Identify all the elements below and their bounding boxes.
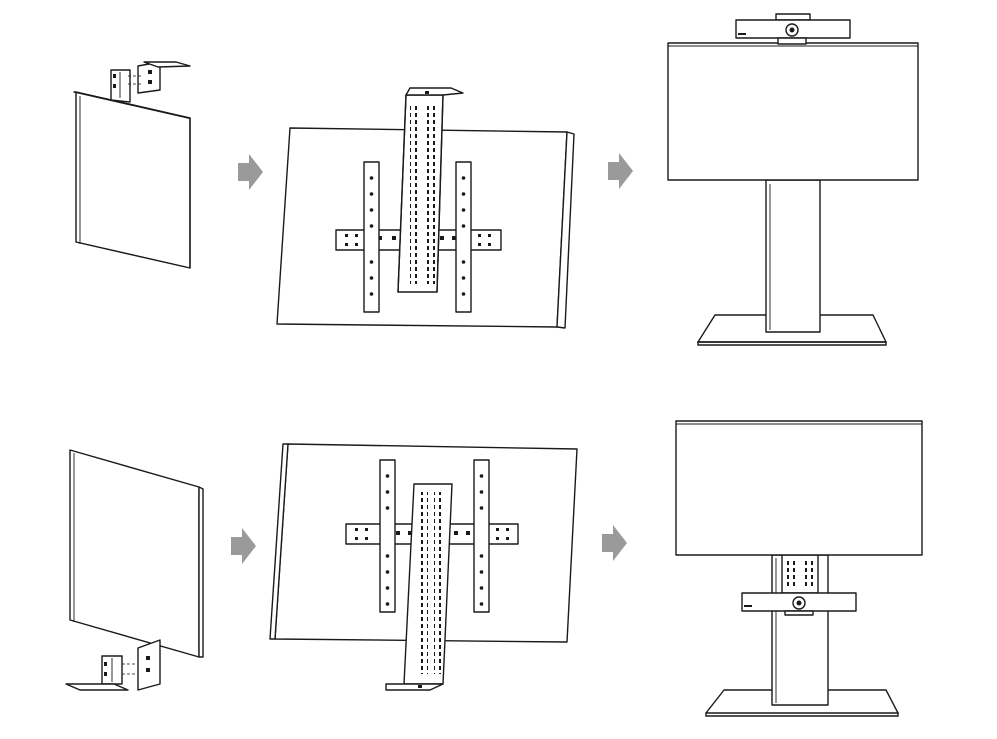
row2-step2-illustration xyxy=(269,443,578,691)
vesa-vertical-arm-left xyxy=(379,459,396,613)
display-stand-camera-bottom-icon xyxy=(741,592,857,616)
display-front xyxy=(667,42,919,181)
stand-column xyxy=(765,179,821,333)
display-stand-camera-top-icon xyxy=(735,13,851,45)
panel-side-view xyxy=(69,449,204,658)
panel-side-view xyxy=(73,91,191,269)
row2-step1-illustration xyxy=(65,449,204,691)
camera-bracket-slotted-bottom xyxy=(385,483,453,691)
arrow-right-icon xyxy=(238,154,263,190)
display-front xyxy=(675,420,923,556)
camera-bracket-slotted-top xyxy=(397,87,464,293)
arrow-right-icon xyxy=(602,525,627,561)
row1-step2-illustration xyxy=(276,87,575,329)
vesa-vertical-arm-left xyxy=(363,161,380,313)
bracket-bottom-attach-icon xyxy=(65,639,161,691)
vesa-vertical-arm-right xyxy=(473,459,490,613)
arrow-right-icon xyxy=(231,528,256,564)
arrow-right-icon xyxy=(608,153,633,189)
vesa-vertical-arm-right xyxy=(455,161,472,313)
row2-step3-illustration xyxy=(675,420,923,717)
row1-step3-illustration xyxy=(667,13,919,346)
camera-bracket-visible xyxy=(781,554,819,594)
bracket-top-attach-icon xyxy=(110,61,191,103)
row1-step1-illustration xyxy=(73,61,191,269)
